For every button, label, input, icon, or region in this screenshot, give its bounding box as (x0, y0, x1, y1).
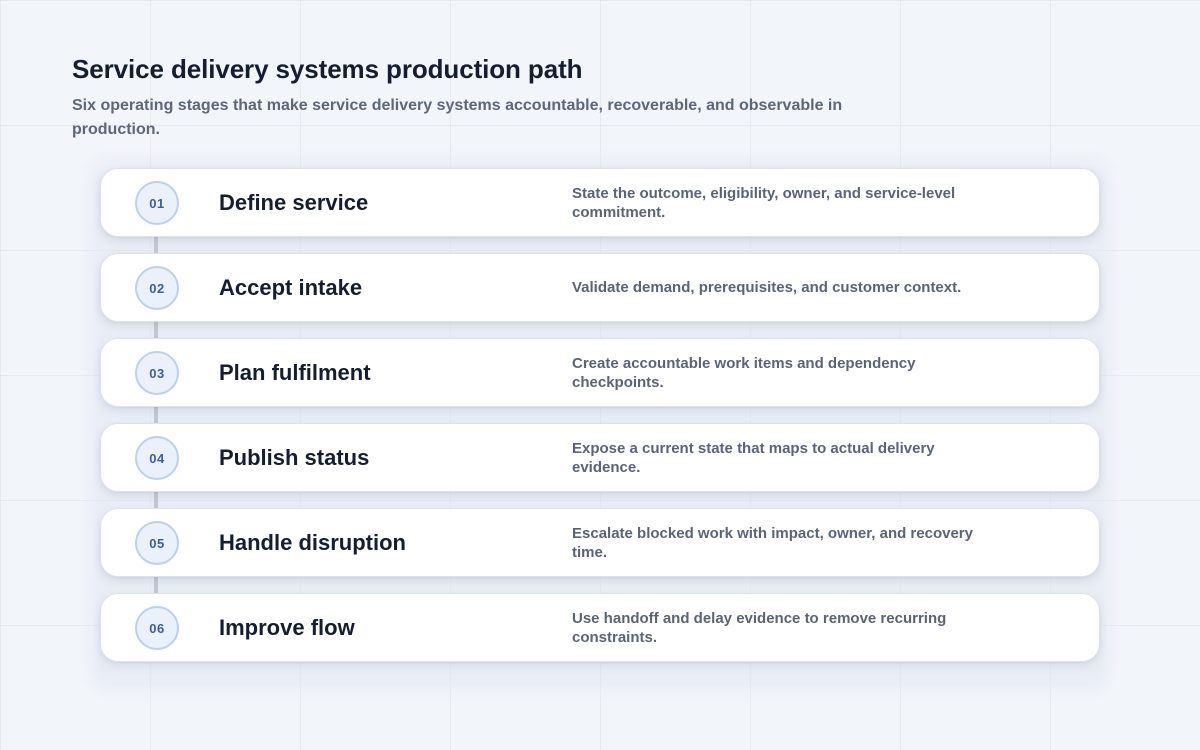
stage-card-publish-status: 04 Publish status Expose a current state… (100, 423, 1100, 492)
stage-number-badge: 02 (135, 266, 179, 310)
stage-description: Escalate blocked work with impact, owner… (572, 524, 973, 561)
stage-number-badge: 06 (135, 606, 179, 650)
step-connector (154, 236, 158, 254)
stage-number-badge: 05 (135, 521, 179, 565)
page-header: Service delivery systems production path… (72, 54, 932, 142)
stage-card-define-service: 01 Define service State the outcome, eli… (100, 168, 1100, 237)
stage-title: Publish status (219, 444, 370, 470)
stage-title: Improve flow (219, 614, 355, 640)
stage-description: State the outcome, eligibility, owner, a… (572, 184, 956, 221)
step-connector (154, 321, 158, 339)
step-connector (154, 491, 158, 509)
page-title: Service delivery systems production path (72, 54, 583, 84)
stage-title: Plan fulfilment (219, 359, 371, 385)
stage-title: Handle disruption (219, 529, 406, 555)
stage-description: Expose a current state that maps to actu… (572, 439, 935, 476)
stage-number-badge: 04 (135, 436, 179, 480)
stage-card-accept-intake: 02 Accept intake Validate demand, prereq… (100, 253, 1100, 322)
stage-number-badge: 01 (135, 181, 179, 225)
stage-card-plan-fulfilment: 03 Plan fulfilment Create accountable wo… (100, 338, 1100, 407)
stage-description: Use handoff and delay evidence to remove… (572, 609, 947, 646)
stage-description: Validate demand, prerequisites, and cust… (572, 279, 962, 296)
stage-title: Accept intake (219, 274, 363, 300)
stage-description: Create accountable work items and depend… (572, 354, 916, 391)
stage-card-handle-disruption: 05 Handle disruption Escalate blocked wo… (100, 508, 1100, 577)
step-connector (154, 576, 158, 594)
stage-title: Define service (219, 189, 369, 215)
stage-card-improve-flow: 06 Improve flow Use handoff and delay ev… (100, 593, 1100, 662)
page-subtitle: Six operating stages that make service d… (72, 97, 843, 138)
stage-number-badge: 03 (135, 351, 179, 395)
step-connector (154, 406, 158, 424)
